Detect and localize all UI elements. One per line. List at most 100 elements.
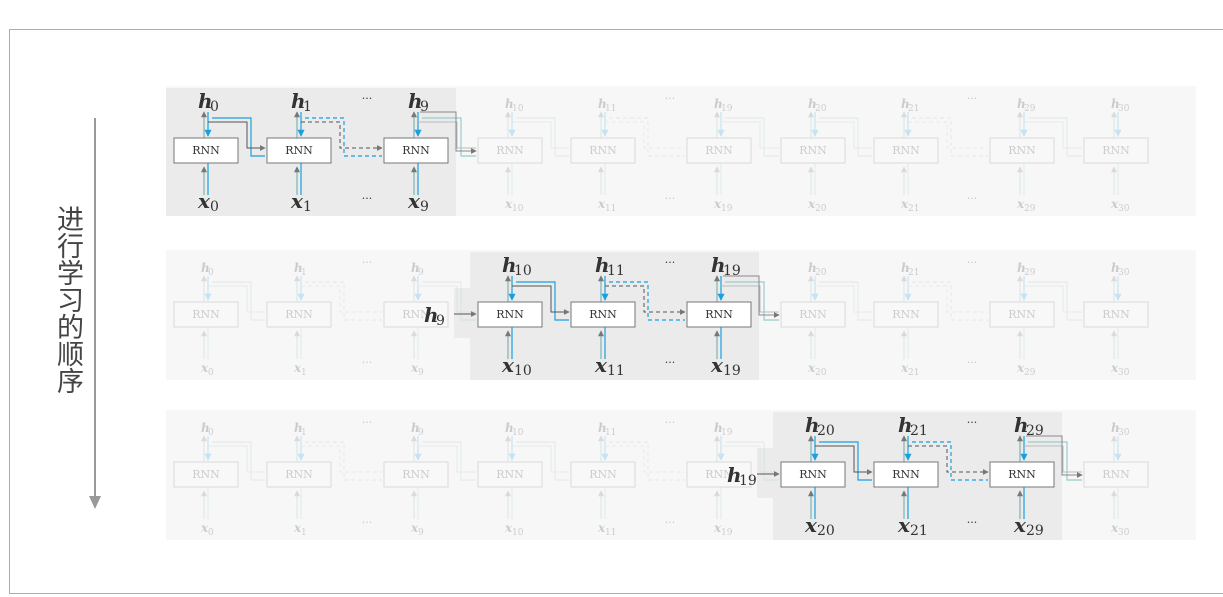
hidden-state-subscript: 30 bbox=[1118, 104, 1130, 114]
hidden-state-label: h bbox=[198, 89, 213, 113]
forward-link bbox=[908, 445, 989, 475]
hidden-state-subscript: 30 bbox=[1118, 268, 1130, 278]
hidden-state-subscript: 11 bbox=[607, 263, 625, 279]
rnn-box bbox=[477, 301, 543, 328]
input-label: x bbox=[900, 197, 909, 211]
rnn-box bbox=[266, 461, 332, 488]
rnn-label: RNN bbox=[1008, 144, 1036, 157]
input-label: x bbox=[710, 353, 724, 377]
rnn-label: RNN bbox=[1102, 144, 1130, 157]
rnn-box bbox=[780, 461, 846, 488]
recurrent-link bbox=[212, 117, 265, 157]
input-subscript: 0 bbox=[210, 199, 219, 215]
hidden-state-subscript: 29 bbox=[1026, 423, 1044, 439]
hidden-state-subscript: 29 bbox=[1024, 268, 1036, 278]
rnn-box bbox=[873, 461, 939, 488]
rnn-box bbox=[266, 301, 332, 328]
rnn-label: RNN bbox=[1102, 468, 1130, 481]
input-subscript: 10 bbox=[514, 363, 532, 379]
forward-link bbox=[721, 121, 779, 149]
ellipsis: ··· bbox=[967, 516, 978, 529]
rnn-box bbox=[780, 137, 846, 164]
rnn-box bbox=[989, 301, 1055, 328]
hidden-state-label: h bbox=[1111, 261, 1120, 275]
recurrent-link bbox=[516, 441, 569, 481]
carry-in-subscript: 9 bbox=[436, 313, 445, 329]
input-label: x bbox=[290, 189, 304, 213]
input-label: x bbox=[1016, 197, 1025, 211]
recurrent-link bbox=[725, 441, 779, 481]
forward-link bbox=[908, 285, 988, 313]
recurrent-link bbox=[912, 281, 988, 321]
hidden-state-subscript: 19 bbox=[723, 263, 741, 279]
forward-link bbox=[815, 285, 872, 313]
carry-in-background bbox=[454, 288, 472, 338]
ellipsis: ··· bbox=[362, 256, 373, 269]
recurrent-link bbox=[1028, 117, 1082, 157]
input-label: x bbox=[293, 521, 302, 535]
rnn-box bbox=[570, 301, 636, 328]
input-subscript: 10 bbox=[512, 528, 524, 538]
input-subscript: 11 bbox=[605, 204, 616, 214]
ellipsis: ··· bbox=[967, 256, 978, 269]
carry-out-arrow bbox=[1026, 435, 1083, 478]
hidden-state-label: h bbox=[201, 261, 210, 275]
hidden-state-subscript: 11 bbox=[605, 104, 616, 114]
hidden-state-label: h bbox=[408, 89, 423, 113]
hidden-state-subscript: 11 bbox=[605, 428, 616, 438]
input-subscript: 20 bbox=[815, 204, 827, 214]
rnn-label: RNN bbox=[705, 144, 733, 157]
recurrent-link bbox=[212, 281, 265, 321]
rnn-box bbox=[173, 137, 239, 164]
rnn-label: RNN bbox=[589, 468, 617, 481]
recurrent-link bbox=[422, 441, 476, 481]
hidden-state-label: h bbox=[808, 97, 817, 111]
hidden-state-label: h bbox=[411, 421, 420, 435]
recurrent-link bbox=[305, 441, 382, 481]
hidden-state-subscript: 10 bbox=[514, 263, 532, 279]
recurrent-link bbox=[819, 281, 872, 321]
recurrent-link bbox=[609, 281, 685, 321]
input-label: x bbox=[410, 361, 419, 375]
hidden-state-subscript: 1 bbox=[301, 268, 307, 278]
hidden-state-label: h bbox=[1111, 97, 1120, 111]
input-label: x bbox=[713, 521, 722, 535]
input-label: x bbox=[200, 361, 209, 375]
input-label: x bbox=[900, 361, 909, 375]
forward-link bbox=[605, 121, 685, 149]
input-subscript: 29 bbox=[1024, 368, 1036, 378]
rnn-box bbox=[173, 301, 239, 328]
hidden-state-label: h bbox=[505, 421, 514, 435]
rnn-label: RNN bbox=[496, 144, 524, 157]
carry-in-state: h9 bbox=[424, 303, 477, 329]
recurrent-link bbox=[516, 117, 569, 157]
ellipsis: ··· bbox=[665, 416, 676, 429]
rnn-box bbox=[686, 137, 752, 164]
recurrent-link bbox=[1028, 441, 1082, 481]
forward-link bbox=[418, 285, 476, 313]
hidden-state-label: h bbox=[901, 261, 910, 275]
forward-link bbox=[815, 445, 873, 475]
input-label: x bbox=[897, 513, 911, 537]
rnn-box bbox=[1083, 137, 1149, 164]
input-label: x bbox=[1110, 197, 1119, 211]
forward-link bbox=[208, 285, 265, 313]
input-label: x bbox=[713, 197, 722, 211]
input-label: x bbox=[501, 353, 515, 377]
hidden-state-subscript: 19 bbox=[721, 428, 733, 438]
input-label: x bbox=[410, 521, 419, 535]
ellipsis: ··· bbox=[967, 416, 978, 429]
forward-link bbox=[208, 445, 265, 473]
forward-link bbox=[512, 285, 570, 315]
forward-link bbox=[605, 445, 685, 473]
